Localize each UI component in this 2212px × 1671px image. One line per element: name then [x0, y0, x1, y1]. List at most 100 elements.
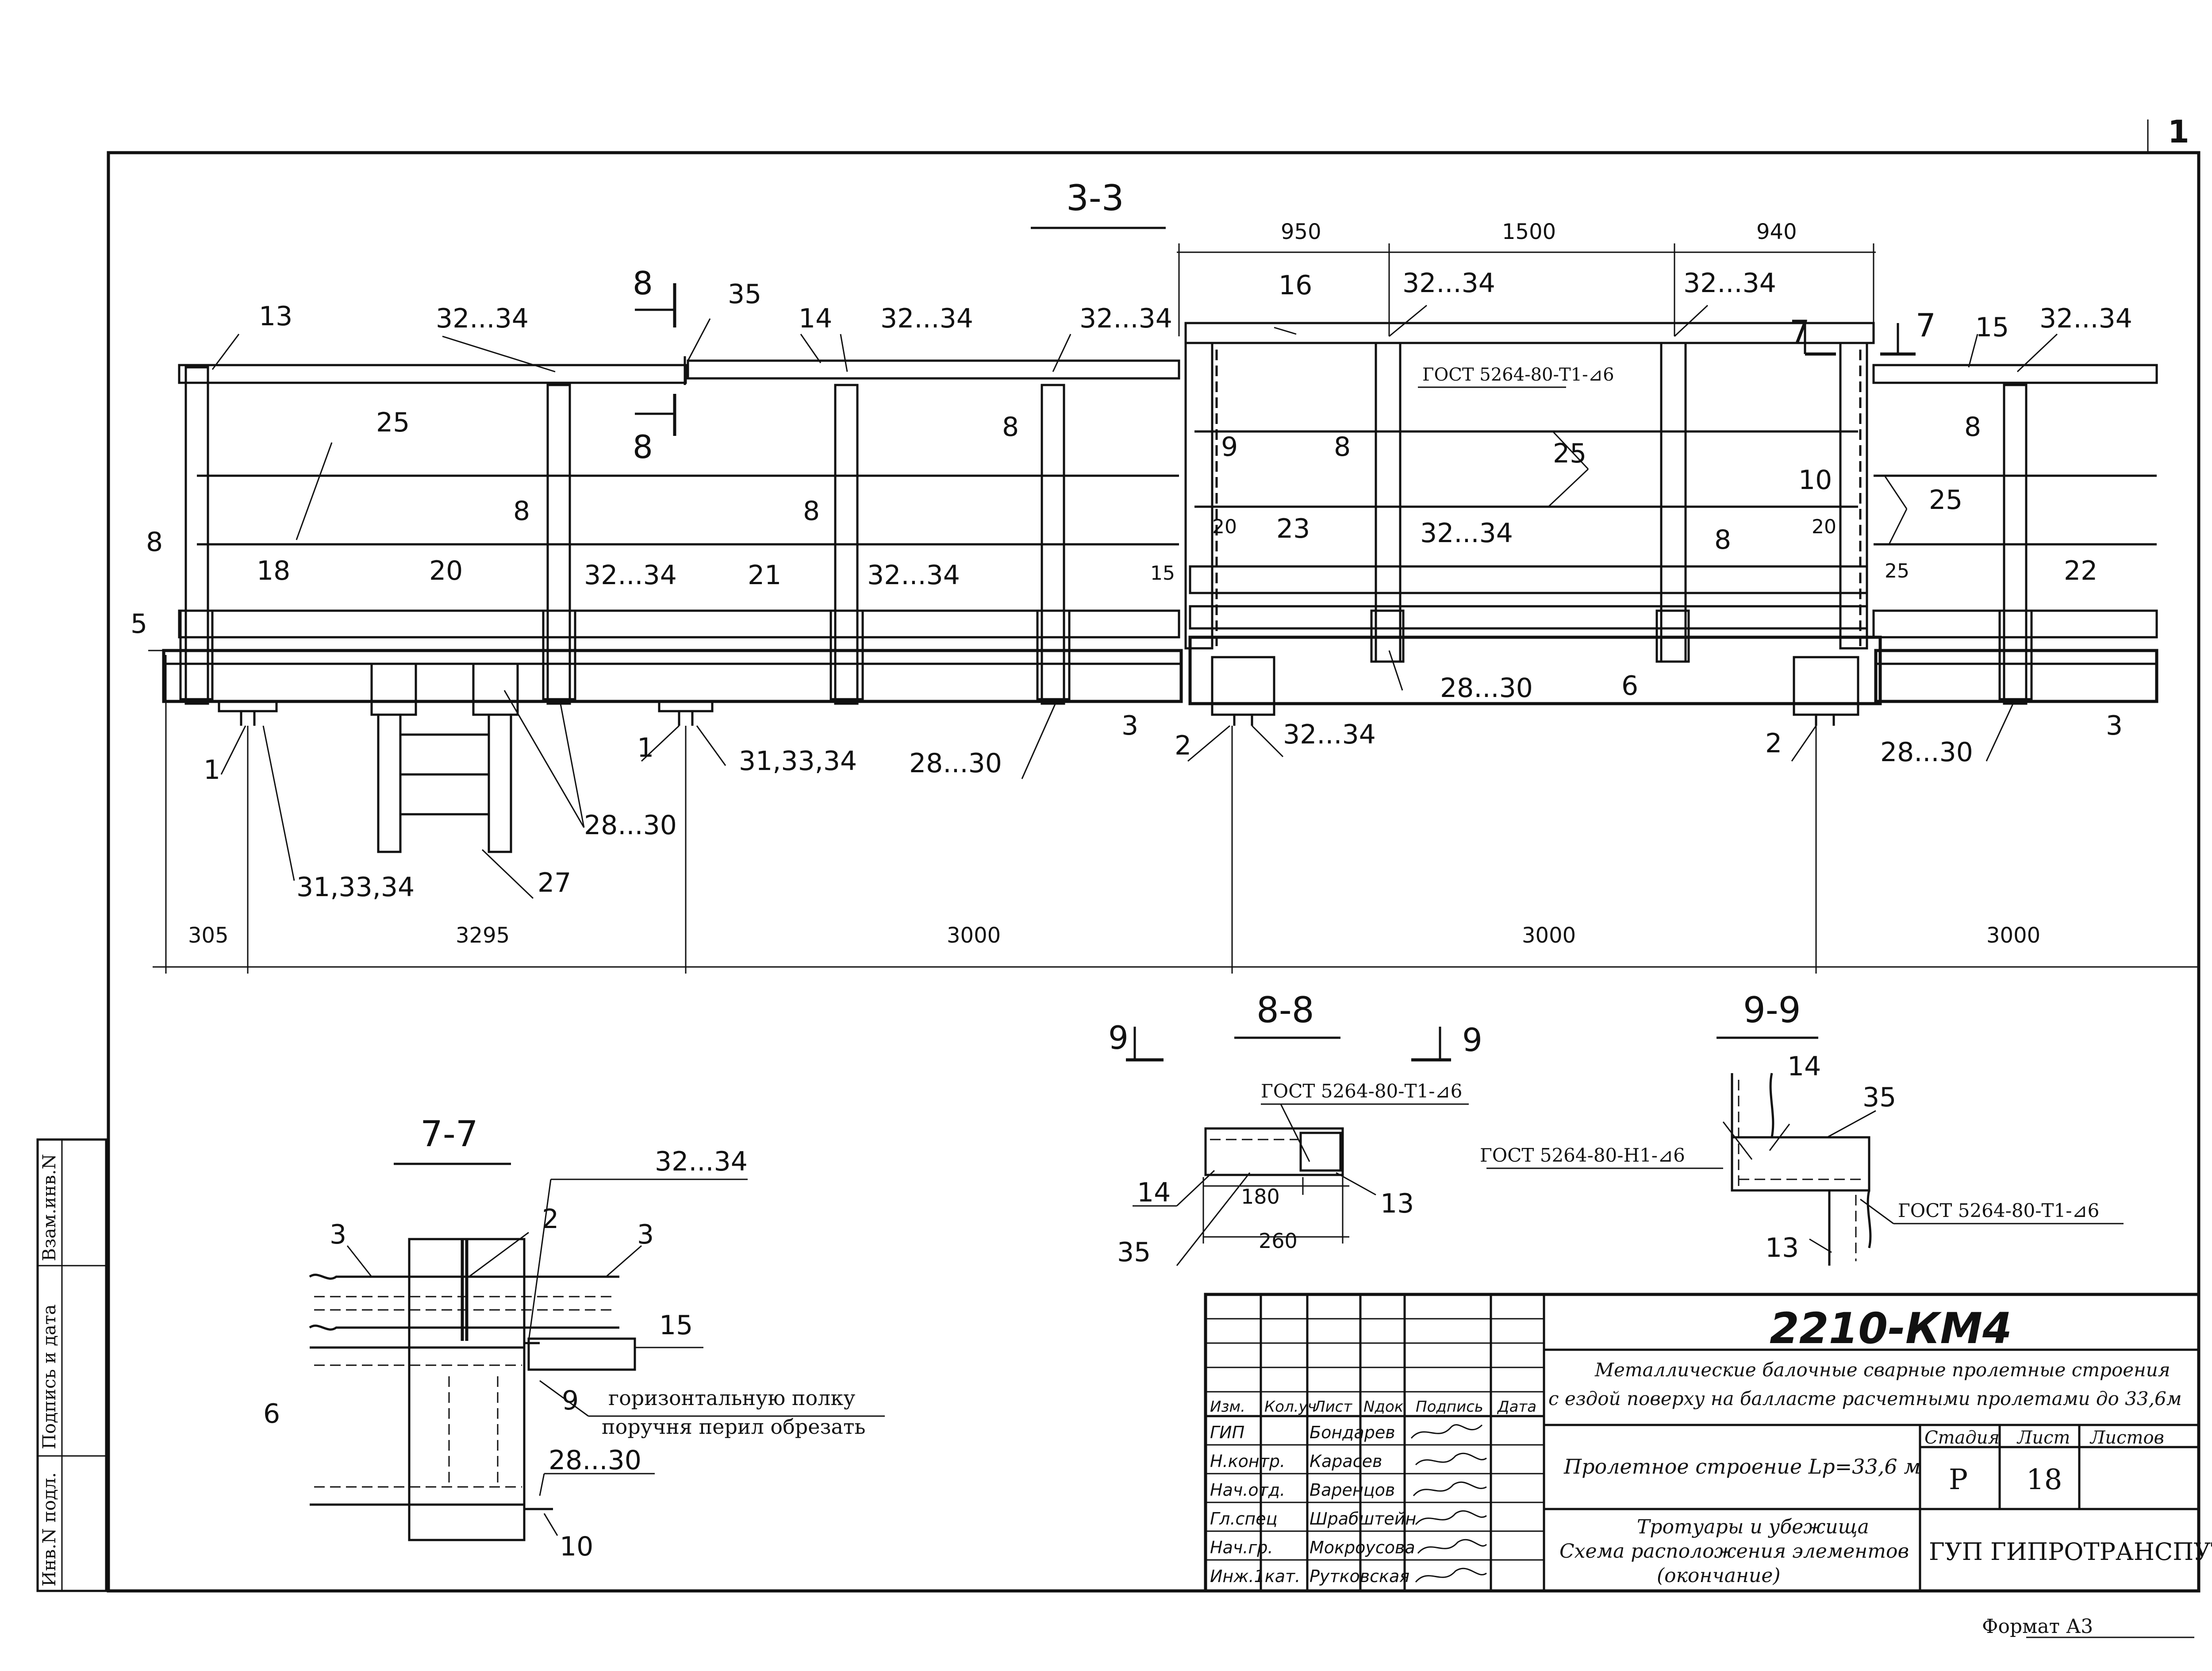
svg-text:25: 25 [1885, 560, 1909, 582]
top-dimensions: 950 1500 940 [1177, 219, 1876, 336]
view-title-3-3: 3-3 [1066, 177, 1124, 219]
weld-note-9-9-h: ГОСТ 5264-80-Н1-⊿6 [1480, 1144, 1685, 1166]
svg-text:Пролетное строение Lр=33,6 м: Пролетное строение Lр=33,6 м [1563, 1455, 1920, 1478]
svg-text:2: 2 [542, 1204, 559, 1235]
svg-text:Дата: Дата [1497, 1398, 1536, 1416]
svg-text:14: 14 [1137, 1177, 1171, 1208]
svg-text:Изм.: Изм. [1210, 1398, 1245, 1416]
svg-text:22: 22 [2064, 555, 2097, 586]
handrail-middle [1184, 322, 1875, 344]
svg-text:305: 305 [188, 923, 229, 948]
svg-text:10: 10 [560, 1531, 593, 1562]
svg-text:28...30: 28...30 [549, 1445, 641, 1476]
title-block: 2210-КМ4 Металлические балочные сварные … [1204, 1293, 2212, 1593]
svg-text:32...34: 32...34 [436, 303, 529, 334]
svg-text:Схема расположения элементов: Схема расположения элементов [1559, 1540, 1909, 1563]
svg-text:7: 7 [1916, 307, 1936, 344]
svg-text:27: 27 [538, 867, 571, 898]
svg-text:8: 8 [1002, 412, 1019, 443]
svg-text:35: 35 [1117, 1237, 1151, 1268]
svg-text:18: 18 [257, 555, 290, 586]
stage-value: Р [1949, 1463, 1968, 1496]
svg-text:Нач.гр.: Нач.гр. [1210, 1538, 1273, 1557]
svg-text:Нач.отд.: Нач.отд. [1210, 1480, 1285, 1500]
svg-text:8: 8 [146, 527, 163, 558]
posts-left [179, 366, 1071, 705]
svg-text:1: 1 [637, 732, 654, 763]
svg-text:32...34: 32...34 [1079, 303, 1172, 334]
svg-text:9: 9 [1108, 1019, 1129, 1056]
svg-text:21: 21 [748, 560, 781, 591]
svg-text:28...30: 28...30 [1880, 737, 1973, 768]
svg-text:5: 5 [131, 608, 147, 639]
svg-text:28...30: 28...30 [584, 810, 677, 841]
weld-note-main: ГОСТ 5264-80-Т1-⊿6 [1422, 365, 1614, 385]
svg-text:31,33,34: 31,33,34 [296, 872, 415, 903]
svg-text:35: 35 [1863, 1082, 1896, 1113]
svg-text:20: 20 [1212, 516, 1237, 538]
svg-text:15: 15 [1975, 312, 2009, 343]
svg-text:Подпись: Подпись [1416, 1398, 1483, 1416]
svg-text:25: 25 [376, 407, 410, 438]
svg-text:32...34: 32...34 [880, 303, 973, 334]
svg-text:15: 15 [659, 1310, 693, 1341]
signatures [1410, 1424, 1487, 1582]
svg-text:8: 8 [633, 428, 653, 466]
svg-text:25: 25 [1929, 485, 1962, 516]
svg-text:32...34: 32...34 [1683, 268, 1776, 299]
svg-text:940: 940 [1756, 219, 1797, 244]
refuge-ladder [370, 662, 519, 853]
section-mark-8: 8 8 [633, 265, 676, 466]
svg-text:9: 9 [562, 1385, 579, 1416]
svg-text:Инж.1кат.: Инж.1кат. [1210, 1567, 1300, 1586]
view-3-3: 3-3 950 1500 940 [131, 177, 2199, 974]
svg-text:32...34: 32...34 [584, 560, 677, 591]
svg-text:Nдок: Nдок [1363, 1398, 1404, 1416]
svg-text:3000: 3000 [947, 923, 1001, 948]
svg-text:3: 3 [330, 1219, 346, 1250]
side-stamp: Инв.N подл. Подпись и дата Взам.инв.N [36, 1138, 108, 1592]
svg-text:8: 8 [1334, 431, 1351, 462]
note-cut-handrail-2: поручня перил обрезать [602, 1415, 865, 1439]
svg-text:Подпись и дата: Подпись и дата [39, 1304, 60, 1449]
svg-text:Листов: Листов [2089, 1428, 2164, 1448]
svg-text:8: 8 [513, 496, 530, 527]
svg-text:(окончание): (окончание) [1657, 1564, 1781, 1587]
svg-text:ГИП: ГИП [1210, 1423, 1244, 1442]
svg-text:13: 13 [259, 301, 292, 332]
handrail-left [178, 356, 1180, 385]
svg-text:23: 23 [1276, 513, 1310, 544]
svg-text:32...34: 32...34 [655, 1146, 748, 1177]
svg-text:9: 9 [1462, 1021, 1482, 1059]
view-title-9-9: 9-9 [1743, 990, 1801, 1031]
svg-text:14: 14 [1787, 1051, 1821, 1082]
svg-text:28...30: 28...30 [1440, 673, 1533, 704]
sheet-value: 18 [2026, 1463, 2062, 1496]
posts-middle [1184, 342, 1868, 663]
svg-text:950: 950 [1281, 219, 1321, 244]
svg-text:Бондарев: Бондарев [1310, 1423, 1395, 1442]
svg-text:13: 13 [1380, 1188, 1414, 1219]
view-title-8-8: 8-8 [1256, 990, 1314, 1031]
svg-text:6: 6 [1621, 670, 1638, 701]
svg-text:6: 6 [263, 1398, 280, 1429]
svg-text:с ездой поверху на балласте ра: с ездой поверху на балласте расчетными п… [1548, 1388, 2182, 1409]
view-7-7: 7-7 32...34 2 3 3 15 6 [263, 1113, 885, 1562]
weld-note-8-8: ГОСТ 5264-80-Т1-⊿6 [1261, 1080, 1462, 1102]
svg-text:8: 8 [1714, 524, 1731, 555]
svg-text:35: 35 [728, 279, 761, 310]
svg-text:31,33,34: 31,33,34 [739, 746, 857, 777]
svg-text:14: 14 [799, 303, 832, 334]
section-mark-7: 7 7 [1790, 307, 1936, 356]
note-cut-handrail: горизонтальную полку [608, 1386, 855, 1410]
svg-text:Мокроусова: Мокроусова [1310, 1538, 1415, 1557]
svg-text:Варенцов: Варенцов [1310, 1480, 1395, 1500]
svg-text:32...34: 32...34 [1402, 268, 1495, 299]
corner-sheet-number: 1 [2168, 114, 2189, 150]
handrail-right [1872, 364, 2158, 384]
svg-text:Тротуары и убежища: Тротуары и убежища [1637, 1516, 1869, 1538]
svg-text:13: 13 [1765, 1232, 1799, 1263]
svg-text:Гл.спец: Гл.спец [1210, 1509, 1278, 1529]
svg-text:20: 20 [1812, 516, 1836, 538]
